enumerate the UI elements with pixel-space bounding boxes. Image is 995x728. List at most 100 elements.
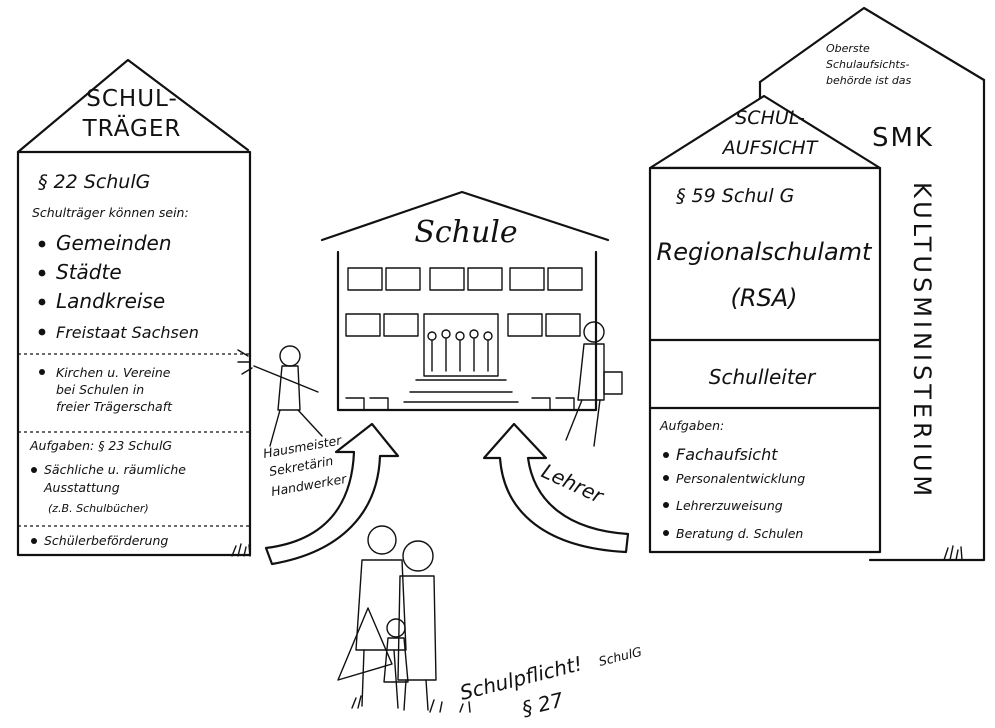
mother-body: [397, 575, 437, 681]
schule-windows-lower: [345, 313, 581, 337]
mother-head-icon: [402, 540, 434, 572]
compulsory-line-2: § 27: [519, 687, 566, 720]
mother-legs: [403, 679, 429, 711]
schultraeger-roof: [16, 58, 250, 154]
schultraeger-task-line-0: Sächliche u. räumliche: [44, 462, 186, 477]
schulaufsicht-office-2: (RSA): [730, 284, 797, 312]
window-icon: [547, 267, 583, 291]
child-icon: [427, 331, 437, 341]
grass-icon: [351, 695, 471, 713]
grass-icon: [231, 543, 251, 557]
child-body: [383, 637, 409, 683]
schule-building: Schule: [320, 190, 610, 412]
bullet-icon: [38, 328, 46, 336]
broom-bristles-icon: [237, 349, 253, 375]
schule-windows-upper: [347, 267, 583, 291]
schultraeger-task-last: Schülerbeförderung: [44, 533, 168, 548]
broom-icon: [253, 365, 319, 393]
teacher-legs: [565, 399, 601, 447]
schultraeger-tasks-header: Aufgaben: § 23 SchulG: [29, 438, 172, 453]
child-icon: [483, 331, 493, 341]
window-icon: [545, 313, 581, 337]
bullet-icon: [38, 269, 46, 277]
schultraeger-title-1: SCHUL-: [86, 86, 178, 112]
door-icon: [423, 313, 499, 377]
schule-title: Schule: [414, 215, 517, 250]
window-icon: [507, 313, 543, 337]
arrow-staff-icon: [264, 422, 400, 566]
bullet-icon: [38, 240, 46, 248]
arrow-staff: [264, 422, 400, 566]
basement-windows: [345, 397, 575, 411]
bullet-icon: [663, 475, 669, 481]
schultraeger-house: SCHUL- TRÄGER § 22 SchulG Schulträger kö…: [16, 58, 252, 557]
schulaufsicht-law: § 59 Schul G: [676, 185, 794, 207]
grass-icon: [943, 545, 963, 561]
janitor-head-icon: [279, 345, 301, 367]
bullet-icon: [663, 530, 669, 536]
window-icon: [347, 267, 383, 291]
bullet-icon: [31, 467, 37, 473]
bullet-icon: [39, 369, 45, 375]
teacher-head-icon: [583, 321, 605, 343]
bullet-icon: [38, 298, 46, 306]
schulaufsicht-office-1: Regionalschulamt: [657, 238, 873, 266]
school-cone-icon: [337, 607, 393, 681]
schulaufsicht-task-2: Lehrerzuweisung: [676, 498, 783, 513]
schultraeger-title-2: TRÄGER: [82, 114, 182, 142]
schultraeger-task-line-2: (z.B. Schulbücher): [48, 502, 149, 515]
schultraeger-extra-1: bei Schulen in: [56, 382, 144, 397]
schulaufsicht-house: SCHUL- AUFSICHT § 59 Schul G Regionalsch…: [648, 94, 882, 554]
schulaufsicht-task-0: Fachaufsicht: [676, 445, 778, 464]
schulaufsicht-task-3: Beratung d. Schulen: [676, 526, 803, 541]
child-head-icon: [386, 618, 406, 638]
schule-entrance: [403, 313, 519, 403]
schultraeger-item-0: Gemeinden: [56, 231, 172, 255]
schultraeger-task-line-1: Ausstattung: [43, 480, 120, 495]
child-icon: [455, 331, 465, 341]
janitor-legs: [269, 409, 323, 447]
schultraeger-law: § 22 SchulG: [38, 171, 150, 193]
compulsory-line-3: SchulG: [597, 644, 643, 669]
schule-roof: [320, 190, 610, 242]
arrow-teachers: [482, 422, 630, 554]
window-icon: [383, 313, 419, 337]
window-icon: [509, 267, 545, 291]
schulaufsicht-title-1: SCHUL-: [735, 107, 805, 129]
smk-note-0: Oberste: [826, 42, 870, 55]
arrow-teachers-icon: [482, 422, 630, 554]
schulaufsicht-leader: Schulleiter: [709, 365, 817, 389]
schultraeger-intro: Schulträger können sein:: [32, 205, 189, 220]
bullet-icon: [663, 502, 669, 508]
smk-note-2: behörde ist das: [826, 74, 912, 87]
janitor-figure: [237, 345, 323, 447]
schultraeger-extra-0: Kirchen u. Vereine: [56, 365, 171, 380]
smk-abbr: SMK: [872, 123, 934, 153]
smk-note-1: Schulaufsichts-: [826, 58, 909, 71]
schulaufsicht-body: [648, 166, 882, 554]
family-figure: [337, 525, 471, 713]
schultraeger-extra-2: freier Trägerschaft: [56, 399, 173, 414]
janitor-body: [277, 365, 301, 411]
schulaufsicht-title-2: AUFSICHT: [721, 137, 819, 159]
bullet-icon: [663, 452, 669, 458]
window-icon: [385, 267, 421, 291]
window-icon: [467, 267, 503, 291]
father-legs: [361, 649, 399, 709]
smk-vertical: KULTUSMINISTERIUM: [908, 182, 936, 500]
teacher-body: [577, 343, 605, 401]
window-icon: [345, 313, 381, 337]
schulaufsicht-task-1: Personalentwicklung: [676, 471, 805, 486]
smk-roof: [758, 6, 986, 84]
bullet-icon: [31, 538, 37, 544]
window-icon: [429, 267, 465, 291]
schultraeger-item-1: Städte: [56, 260, 122, 284]
schule-walls: [336, 250, 598, 412]
teacher-figure: [565, 321, 623, 447]
steps-icon: [403, 379, 519, 403]
child-icon: [441, 329, 451, 339]
father-body: [355, 559, 407, 651]
schulaufsicht-tasks-header: Aufgaben:: [659, 418, 724, 433]
